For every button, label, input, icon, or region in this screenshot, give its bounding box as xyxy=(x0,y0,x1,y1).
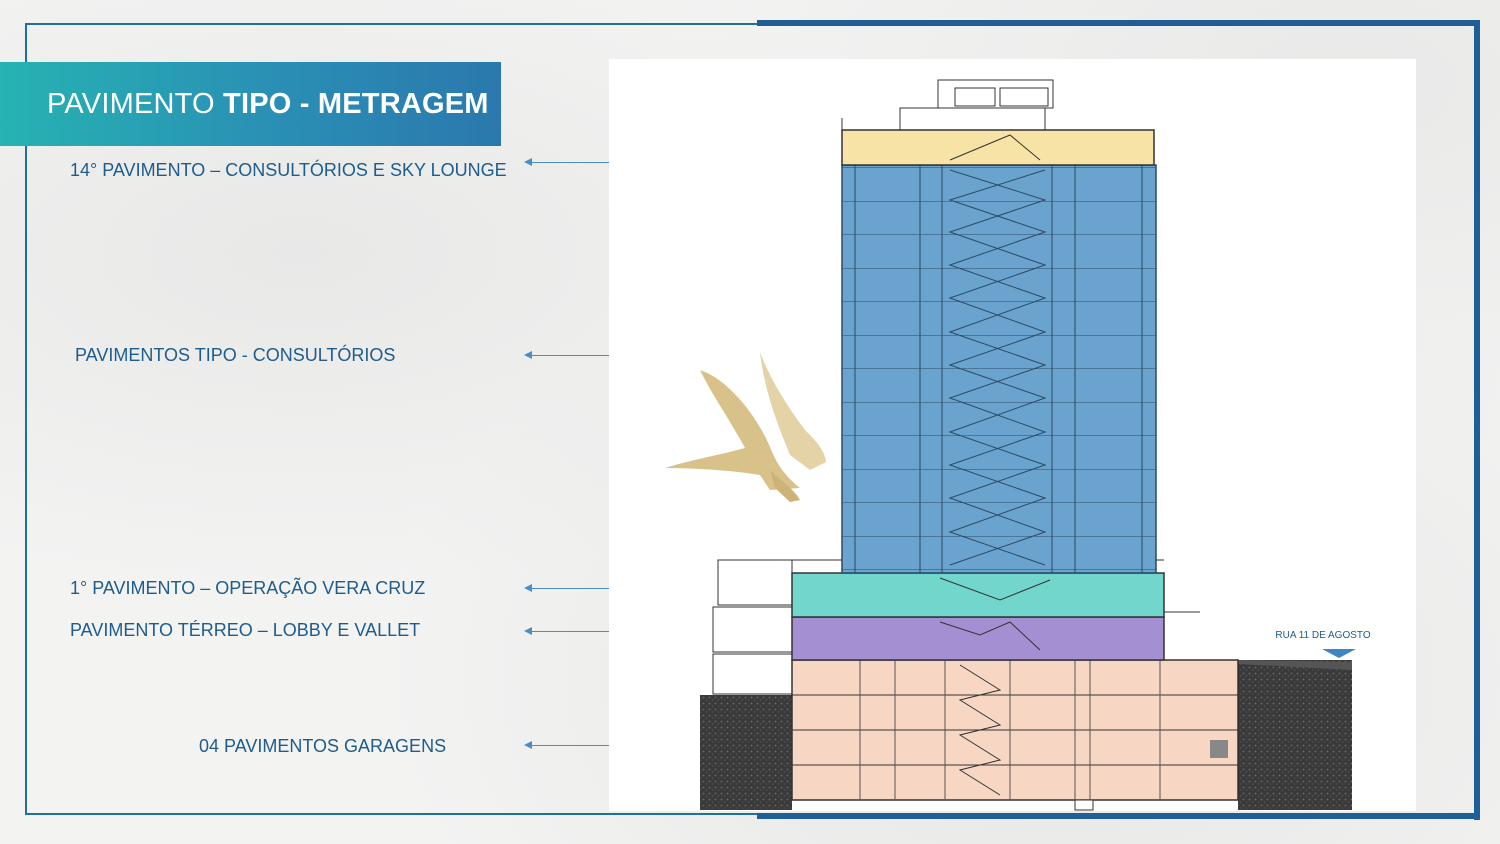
garage-floors xyxy=(791,659,1239,811)
page-title: PAVIMENTO TIPO - METRAGEM xyxy=(47,88,489,121)
terreo-floor xyxy=(791,616,1165,661)
label-tipo: PAVIMENTOS TIPO - CONSULTÓRIOS xyxy=(75,345,396,365)
frame-accent-bottom xyxy=(757,813,1480,819)
sky-lounge-floor xyxy=(841,129,1155,166)
frame-accent-right xyxy=(1474,20,1480,820)
title-bold: TIPO - METRAGEM xyxy=(223,87,489,120)
ground-soil xyxy=(700,660,1352,810)
frame-accent-top xyxy=(757,20,1480,26)
first-floor xyxy=(791,572,1165,618)
tower-tipo xyxy=(841,164,1157,574)
roof-structure xyxy=(899,79,1054,131)
street-marker-icon xyxy=(1322,649,1356,658)
title-regular: PAVIMENTO xyxy=(47,87,224,120)
title-banner: PAVIMENTO TIPO - METRAGEM xyxy=(0,62,501,146)
label-terreo: PAVIMENTO TÉRREO – LOBBY E VALLET xyxy=(70,620,421,640)
golden-eagle-logo xyxy=(665,352,826,502)
street-label: RUA 11 DE AGOSTO xyxy=(1275,630,1370,641)
label-sky-lounge: 14° PAVIMENTO – CONSULTÓRIOS E SKY LOUNG… xyxy=(70,160,507,180)
label-garagens: 04 PAVIMENTOS GARAGENS xyxy=(199,736,447,756)
label-first-floor: 1° PAVIMENTO – OPERAÇÃO VERA CRUZ xyxy=(70,578,426,598)
